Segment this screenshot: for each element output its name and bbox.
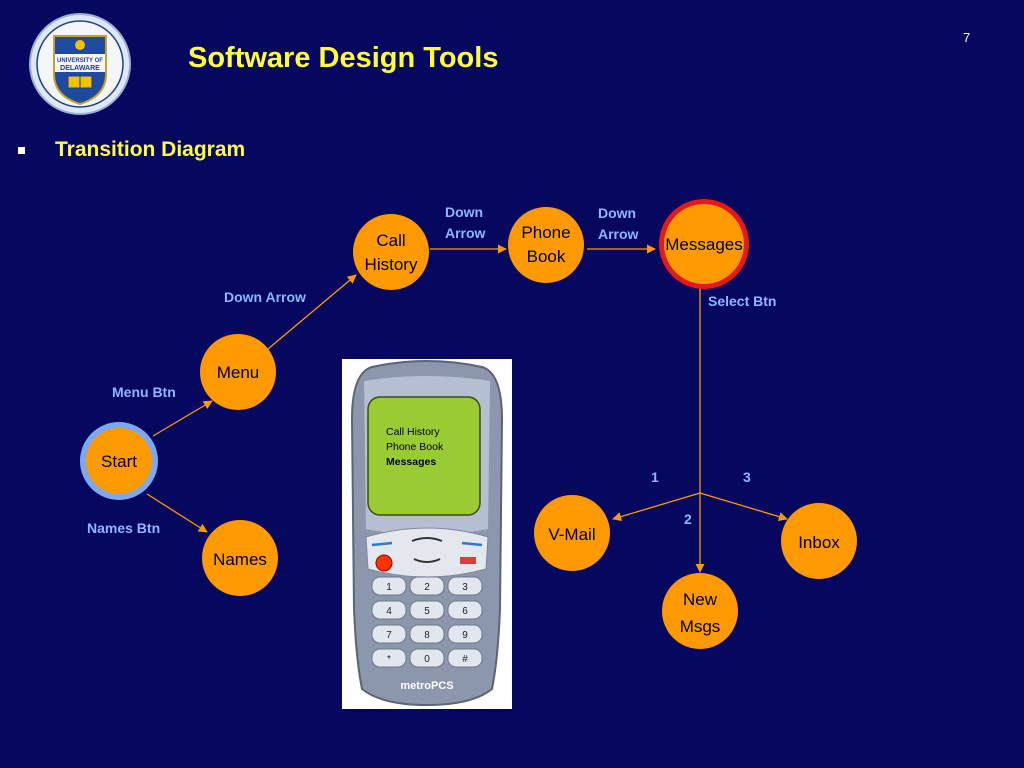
keypad-key-label: 1 (386, 582, 392, 593)
label-option-2: 2 (684, 511, 692, 527)
label-names-btn: Names Btn (87, 520, 160, 536)
node-names: Names (202, 520, 278, 596)
pressed-key-indicator (375, 554, 393, 572)
node-new-msgs-label-1: New (683, 590, 718, 609)
screen-item-call-history: Call History (386, 426, 440, 438)
keypad: 1 2 3 4 5 6 7 8 9 * 0 # (371, 576, 483, 668)
label-down-arrow-phone-1: Down (598, 205, 636, 221)
keypad-key-label: 8 (424, 630, 430, 641)
node-messages-label: Messages (665, 235, 742, 254)
label-down-arrow-call-1: Down (445, 204, 483, 220)
edge-start-menu (152, 400, 213, 437)
node-new-msgs: New Msgs (662, 573, 738, 649)
edge-to-inbox (699, 492, 788, 522)
node-names-label: Names (213, 550, 267, 569)
bullet-text: Transition Diagram (55, 138, 246, 161)
screen-item-messages: Messages (386, 456, 436, 468)
right-softkey-icon (461, 541, 483, 547)
keypad-key-label: 9 (462, 630, 468, 641)
keypad-key (371, 600, 407, 620)
phone-screen (367, 396, 481, 516)
logo-sun-icon (75, 40, 85, 50)
keypad-key (447, 624, 483, 644)
label-menu-btn: Menu Btn (112, 384, 176, 400)
keypad-key (371, 576, 407, 596)
keypad-key (447, 600, 483, 620)
node-menu: Menu (200, 334, 276, 410)
node-phone-book: Phone Book (508, 207, 584, 283)
node-start-label: Start (101, 452, 137, 471)
node-start: Start (80, 422, 158, 500)
label-down-arrow-phone-2: Arrow (598, 226, 639, 242)
edge-start-names (146, 493, 208, 533)
node-call-history-label-1: Call (376, 231, 405, 250)
keypad-key-label: 0 (424, 654, 430, 665)
label-down-arrow-call-2: Arrow (445, 225, 486, 241)
node-phone-book-label-1: Phone (521, 223, 570, 242)
node-phone-book-label-2: Book (527, 247, 566, 266)
end-call-key-icon (460, 557, 476, 564)
phone-nav-pad (365, 527, 489, 578)
keypad-key (447, 648, 483, 668)
keypad-key-label: 7 (386, 630, 392, 641)
keypad-key (409, 624, 445, 644)
left-softkey-icon (371, 541, 393, 547)
node-menu-label: Menu (217, 363, 260, 382)
slide-title: Software Design Tools (188, 42, 499, 74)
label-option-3: 3 (743, 469, 751, 485)
screen-item-phone-book: Phone Book (386, 441, 444, 453)
university-logo: UNIVERSITY OF DELAWARE 1743 (29, 13, 131, 115)
edge-menu-callhistory (267, 274, 357, 350)
node-messages: Messages (659, 199, 749, 289)
nav-down-icon (413, 558, 441, 563)
keypad-key-label: * (387, 654, 391, 665)
keypad-key-label: 5 (424, 606, 430, 617)
node-call-history: Call History (353, 214, 429, 290)
nav-center-icon (411, 537, 443, 542)
node-inbox-label: Inbox (798, 533, 840, 552)
keypad-key (409, 648, 445, 668)
keypad-key (371, 648, 407, 668)
label-option-1: 1 (651, 469, 659, 485)
node-inbox: Inbox (781, 503, 857, 579)
page-number: 7 (963, 30, 971, 45)
node-vmail-label: V-Mail (548, 525, 595, 544)
node-vmail: V-Mail (534, 495, 610, 571)
node-call-history-label-2: History (365, 255, 418, 274)
keypad-key-label: 4 (386, 606, 392, 617)
logo-name-line1: UNIVERSITY OF (57, 58, 103, 64)
phone-brand: metroPCS (400, 680, 453, 692)
logo-name-band (55, 54, 105, 72)
keypad-key-label: 2 (424, 582, 430, 593)
label-down-arrow-menu: Down Arrow (224, 289, 306, 305)
logo-name-line2: DELAWARE (60, 65, 100, 72)
square-bullet-icon (18, 146, 25, 154)
keypad-key-label: 3 (462, 582, 468, 593)
keypad-key (409, 576, 445, 596)
keypad-key (447, 576, 483, 596)
logo-year: 1743 (74, 96, 86, 102)
edge-to-vmail (612, 492, 701, 522)
label-select-btn: Select Btn (708, 293, 776, 309)
keypad-key (409, 600, 445, 620)
keypad-key (371, 624, 407, 644)
phone-illustration: Call History Phone Book Messages 1 2 3 4 5 6 7… (342, 359, 512, 709)
keypad-key-label: 6 (462, 606, 468, 617)
node-new-msgs-label-2: Msgs (680, 617, 721, 636)
keypad-key-label: # (462, 654, 468, 665)
bullet-item: Transition Diagram (18, 138, 245, 162)
